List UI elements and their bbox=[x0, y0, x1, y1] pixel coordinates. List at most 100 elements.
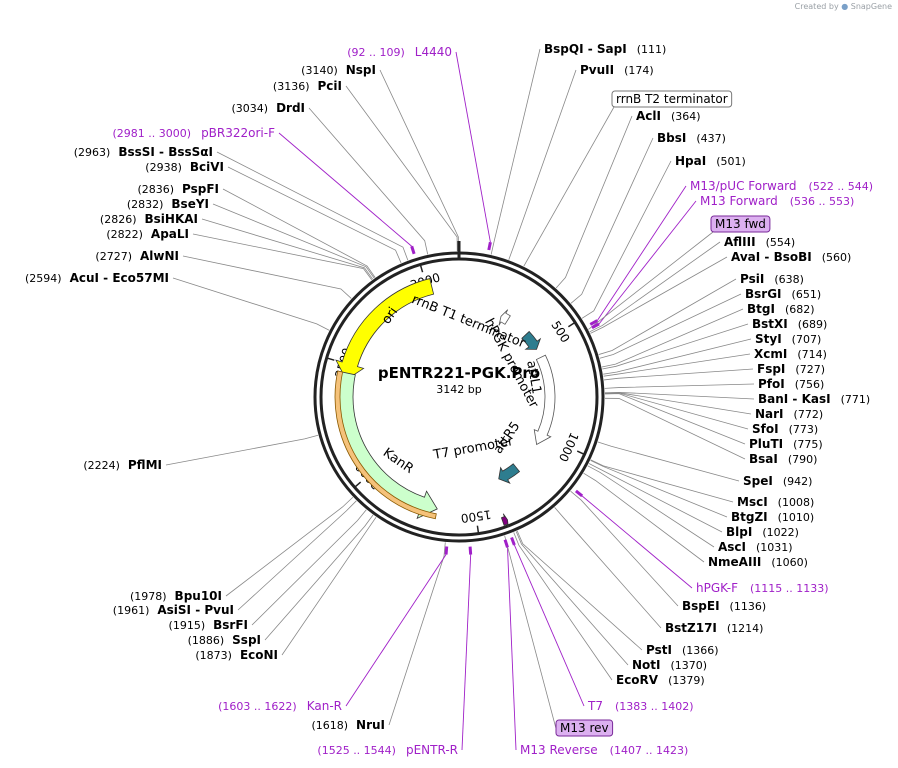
primer-label: M13 Reverse bbox=[520, 743, 598, 757]
site-leader bbox=[601, 308, 744, 368]
site-position: (756) bbox=[795, 378, 825, 391]
site-label: BsrFI bbox=[213, 618, 248, 632]
site-position: (1214) bbox=[727, 622, 764, 635]
primer-range: (1383 .. 1402) bbox=[615, 700, 694, 713]
feature-t7-promoter bbox=[500, 513, 509, 528]
site-leader bbox=[599, 293, 742, 359]
site-label: NruI bbox=[356, 718, 385, 732]
site-position: (1008) bbox=[778, 496, 815, 509]
primer-mark bbox=[503, 539, 509, 548]
site-label: SfoI bbox=[752, 422, 779, 436]
site-leader bbox=[602, 323, 749, 370]
site-position: (2224) bbox=[83, 459, 120, 472]
site-label: EcoNI bbox=[240, 648, 278, 662]
primer-leader bbox=[513, 544, 585, 707]
feature-attl1 bbox=[521, 330, 542, 350]
site-label: NspI bbox=[346, 63, 376, 77]
site-leader bbox=[604, 397, 746, 460]
feature-rrnb-t1-terminator bbox=[498, 309, 511, 326]
site-label: BsrGI bbox=[745, 287, 782, 301]
primer-leader bbox=[507, 547, 517, 751]
tick-mark bbox=[576, 450, 585, 456]
boxed-label-leader bbox=[504, 535, 559, 737]
site-position: (2938) bbox=[145, 161, 182, 174]
site-leader bbox=[604, 383, 755, 389]
primer-mark bbox=[487, 241, 492, 251]
feature-hpgk-promoter bbox=[533, 354, 556, 446]
site-label: FspI bbox=[757, 362, 785, 376]
site-label: HpaI bbox=[675, 154, 706, 168]
site-leader bbox=[227, 166, 402, 264]
primer-label: L4440 bbox=[415, 45, 452, 59]
site-label: AcuI - Eco57MI bbox=[70, 271, 169, 285]
tick-label: 1500 bbox=[460, 507, 492, 525]
primer-range: (1525 .. 1544) bbox=[317, 744, 396, 757]
tick-label: 1000 bbox=[556, 430, 581, 464]
site-label: AscI bbox=[718, 540, 746, 554]
site-position: (651) bbox=[792, 288, 822, 301]
site-position: (3140) bbox=[301, 64, 338, 77]
site-position: (1873) bbox=[195, 649, 232, 662]
site-label: AclI bbox=[636, 109, 661, 123]
site-position: (1886) bbox=[188, 634, 225, 647]
site-label: BspEI bbox=[682, 599, 720, 613]
site-position: (554) bbox=[766, 236, 796, 249]
backbone-outer-strand bbox=[313, 251, 605, 543]
primer-leader bbox=[461, 554, 472, 751]
site-position: (1366) bbox=[682, 644, 719, 657]
site-label: DrdI bbox=[276, 101, 305, 115]
site-position: (638) bbox=[774, 273, 804, 286]
site-position: (560) bbox=[822, 251, 852, 264]
primer-mark bbox=[444, 546, 449, 555]
site-leader bbox=[264, 514, 374, 641]
site-position: (364) bbox=[671, 110, 701, 123]
site-label: BanI - KasI bbox=[758, 392, 831, 406]
site-label: BsiHKAI bbox=[145, 212, 199, 226]
site-leader bbox=[379, 69, 459, 252]
site-leader bbox=[165, 434, 319, 466]
site-label: AvaI - BsoBI bbox=[731, 250, 812, 264]
site-leader bbox=[513, 532, 613, 681]
primer-mark bbox=[468, 546, 473, 555]
site-position: (790) bbox=[788, 453, 818, 466]
site-label: AsiSI - PvuI bbox=[157, 603, 234, 617]
feature-ori bbox=[335, 278, 435, 381]
site-position: (1010) bbox=[778, 511, 815, 524]
boxed-label-text: M13 fwd bbox=[715, 217, 766, 231]
site-label: BbsI bbox=[657, 131, 686, 145]
site-leader bbox=[555, 115, 633, 289]
site-leader bbox=[587, 465, 715, 548]
site-position: (772) bbox=[794, 408, 824, 421]
site-leader bbox=[598, 278, 737, 355]
site-position: (2832) bbox=[127, 198, 164, 211]
kanr-primer-highlight bbox=[334, 370, 437, 520]
site-label: BtgI bbox=[747, 302, 775, 316]
site-leader bbox=[201, 218, 374, 280]
site-label: PluTI bbox=[749, 437, 783, 451]
site-position: (2826) bbox=[100, 213, 137, 226]
feature-label: rrnB T1 terminator bbox=[409, 292, 527, 351]
primer-range: (92 .. 109) bbox=[347, 46, 405, 59]
primer-label: pENTR-R bbox=[406, 743, 458, 757]
primer-label: hPGK-F bbox=[696, 581, 738, 595]
primer-leader bbox=[598, 200, 697, 325]
site-leader bbox=[388, 542, 446, 726]
site-position: (2963) bbox=[74, 146, 111, 159]
site-leader bbox=[222, 188, 376, 278]
site-position: (1978) bbox=[130, 590, 167, 603]
site-label: BtgZI bbox=[731, 510, 768, 524]
site-leader bbox=[225, 496, 354, 597]
tick-mark bbox=[354, 481, 362, 488]
tick-mark bbox=[419, 264, 424, 273]
primer-leader bbox=[455, 51, 491, 243]
site-label: PvuII bbox=[580, 63, 614, 77]
site-position: (707) bbox=[792, 333, 822, 346]
site-position: (1370) bbox=[671, 659, 708, 672]
boxed-label-box bbox=[710, 215, 771, 233]
site-position: (1022) bbox=[762, 526, 799, 539]
site-position: (437) bbox=[696, 132, 726, 145]
site-label: SspI bbox=[232, 633, 261, 647]
site-leader bbox=[603, 353, 751, 377]
